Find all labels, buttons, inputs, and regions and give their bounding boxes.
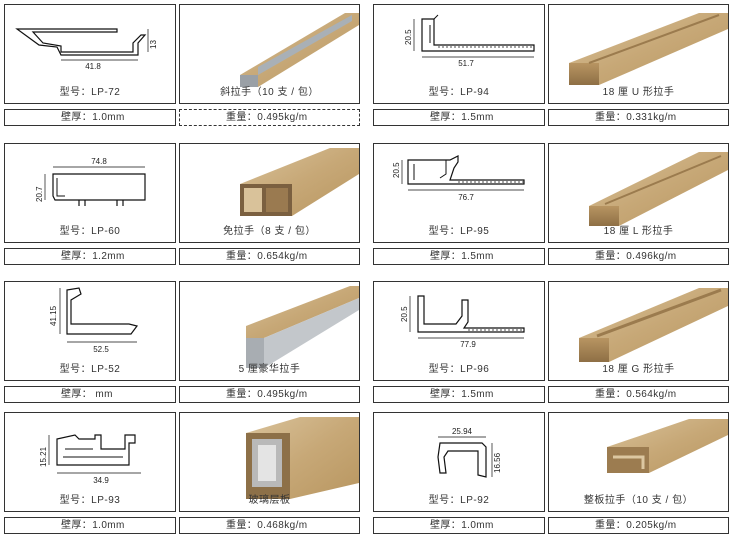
product-name: 玻璃层板: [248, 495, 291, 506]
dim-width: 34.9: [93, 476, 109, 485]
weight: 重量：0.468kg/m: [179, 517, 360, 534]
product-name: 免拉手（8 支 / 包）: [223, 226, 316, 237]
product-photo: [179, 281, 360, 381]
wall-thickness: 壁厚：1.2mm: [4, 248, 176, 265]
dim-height: 20.5: [400, 306, 409, 322]
product-photo: [548, 281, 729, 381]
dim-height: 20.7: [35, 186, 44, 202]
dim-width: 25.94: [452, 427, 473, 436]
profile-drawing: 20.5 77.9: [373, 281, 545, 381]
dim-width: 51.7: [458, 59, 474, 68]
weight: 重量：0.495kg/m: [179, 386, 360, 403]
product-card-lp95: 20.5 76.7 型号：LP-95 18 厘 L 形拉手 壁厚：1.5mm 重…: [373, 143, 729, 274]
weight: 重量：0.496kg/m: [548, 248, 729, 265]
weight: 重量：0.564kg/m: [548, 386, 729, 403]
model-label: 型号：LP-60: [59, 226, 121, 237]
product-photo: [179, 143, 360, 243]
profile-drawing: 20.5 76.7: [373, 143, 545, 243]
product-name: 整板拉手（10 支 / 包）: [583, 495, 694, 506]
model-label: 型号：LP-95: [428, 226, 490, 237]
dim-width: 74.8: [91, 157, 107, 166]
product-name: 5 厘豪华拉手: [238, 364, 301, 375]
wall-thickness: 壁厚：1.0mm: [373, 517, 545, 534]
profile-drawing: 74.8 20.7: [4, 143, 176, 243]
profile-drawing: 41.8 13: [4, 4, 176, 104]
wall-thickness: 壁厚：1.0mm: [4, 517, 176, 534]
weight: 重量：0.205kg/m: [548, 517, 729, 534]
product-card-lp92: 25.94 16.56 型号：LP-92 整板拉手（10 支 / 包） 壁厚：1…: [373, 412, 729, 543]
dim-height: 20.5: [392, 162, 401, 178]
product-name: 18 厘 L 形拉手: [603, 226, 674, 237]
product-photo: [548, 412, 729, 512]
dim-height: 13: [149, 40, 158, 49]
profile-drawing: 20.5 51.7: [373, 4, 545, 104]
profile-drawing: 25.94 16.56: [373, 412, 545, 512]
wall-thickness: 壁厚：1.5mm: [373, 109, 545, 126]
weight: 重量：0.331kg/m: [548, 109, 729, 126]
dim-width: 77.9: [460, 340, 476, 349]
model-label: 型号：LP-93: [59, 495, 121, 506]
dim-height: 16.56: [493, 452, 502, 473]
dim-width: 41.8: [85, 62, 101, 71]
model-label: 型号：LP-96: [428, 364, 490, 375]
wall-thickness: 壁厚：1.5mm: [373, 248, 545, 265]
dim-height: 20.5: [404, 29, 413, 45]
product-card-lp93: 15.21 34.9 型号：LP-93 玻璃层板 壁厚：1.0mm 重量：0.4…: [4, 412, 360, 543]
profile-drawing: 15.21 34.9: [4, 412, 176, 512]
model-label: 型号：LP-94: [428, 87, 490, 98]
dim-width: 76.7: [458, 193, 474, 202]
product-card-lp72: 41.8 13 型号：LP-72 斜拉手（10 支 / 包） 壁厚：1.0mm …: [4, 4, 360, 135]
wall-thickness: 壁厚：1.5mm: [373, 386, 545, 403]
model-label: 型号：LP-92: [428, 495, 490, 506]
model-label: 型号：LP-72: [59, 87, 121, 98]
product-card-lp52: 41.15 52.5 型号：LP-52 5 厘豪华拉手 壁厚： mm 重量：0.…: [4, 281, 360, 412]
dim-height: 41.15: [49, 305, 58, 326]
product-name: 18 厘 U 形拉手: [602, 87, 675, 98]
model-label: 型号：LP-52: [59, 364, 121, 375]
product-photo: [179, 4, 360, 104]
product-photo: [548, 4, 729, 104]
profile-drawing: 41.15 52.5: [4, 281, 176, 381]
dim-width: 52.5: [93, 345, 109, 354]
product-name: 斜拉手（10 支 / 包）: [220, 87, 319, 98]
product-name: 18 厘 G 形拉手: [602, 364, 675, 375]
wall-thickness: 壁厚：1.0mm: [4, 109, 176, 126]
product-card-lp94: 20.5 51.7 型号：LP-94 18 厘 U 形拉手 壁厚：1.5mm 重…: [373, 4, 729, 135]
wall-thickness: 壁厚： mm: [4, 386, 176, 403]
weight: 重量：0.495kg/m: [179, 109, 360, 126]
product-card-lp60: 74.8 20.7 型号：LP-60 免拉手（8 支 / 包） 壁厚：1.2mm…: [4, 143, 360, 274]
dim-height: 15.21: [39, 446, 48, 467]
weight: 重量：0.654kg/m: [179, 248, 360, 265]
product-photo: [179, 412, 360, 512]
product-card-lp96: 20.5 77.9 型号：LP-96 18 厘 G 形拉手 壁厚：1.5mm 重…: [373, 281, 729, 412]
